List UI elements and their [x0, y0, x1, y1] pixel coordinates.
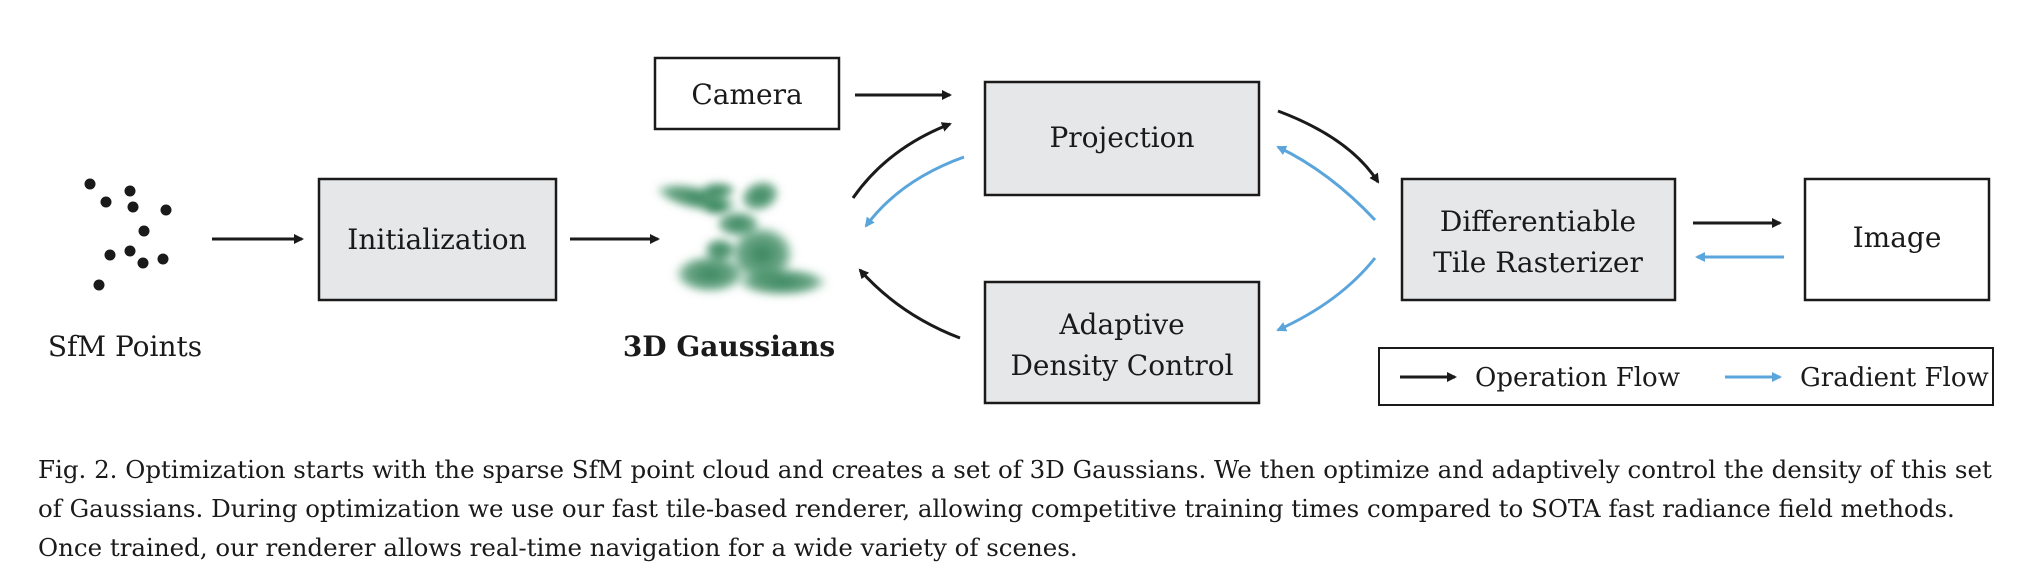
initialization-box: Initialization [317, 177, 558, 302]
gaussian-ellipse [730, 226, 794, 282]
sfm-point [160, 204, 172, 216]
sfm-point [138, 225, 150, 237]
gaussian-ellipse [740, 180, 780, 212]
legend-gradient-label: Gradient Flow [1800, 363, 1989, 393]
gaussians-label: 3D Gaussians [623, 330, 835, 363]
sfm-point [137, 257, 149, 269]
gaussian-ellipse [700, 182, 736, 198]
rasterizer-label-line1: Differentiable [1440, 205, 1636, 238]
sfm-point [104, 249, 116, 261]
image-box: Image [1803, 177, 1991, 302]
legend-operation-label: Operation Flow [1475, 363, 1680, 393]
gaussians-illustration [655, 180, 827, 296]
sfm-point [84, 178, 96, 190]
arrow-adaptive-to-gaussians [858, 268, 961, 340]
rasterizer-label-line2: Tile Rasterizer [1433, 246, 1643, 279]
adaptive-label-line1: Adaptive [1058, 308, 1184, 341]
projection-label: Projection [1049, 121, 1194, 154]
adaptive-label-line2: Density Control [1010, 349, 1233, 382]
sfm-point-cloud [84, 178, 172, 291]
initialization-label: Initialization [347, 223, 526, 256]
rasterizer-box: Differentiable Tile Rasterizer [1400, 177, 1677, 302]
camera-box: Camera [653, 56, 841, 131]
camera-label: Camera [691, 78, 802, 111]
sfm-point [127, 201, 139, 213]
legend: Operation Flow Gradient Flow [1378, 347, 1994, 406]
arrow-gaussians-to-projection [851, 122, 952, 199]
gaussian-ellipse [675, 255, 745, 293]
sfm-point [124, 185, 136, 197]
arrow-projection-to-rasterizer [1277, 109, 1380, 184]
sfm-points-label: SfM Points [48, 330, 202, 363]
sfm-point [124, 245, 136, 257]
gaussian-ellipse [704, 238, 736, 262]
adaptive-density-control-box: Adaptive Density Control [983, 280, 1261, 405]
pipeline-diagram: SfM Points Initialization 3D Gaussians C… [48, 56, 1994, 406]
gradient-projection-to-gaussians [864, 155, 965, 228]
gaussian-ellipse [737, 268, 827, 296]
projection-box: Projection [983, 80, 1261, 197]
gaussian-ellipse [702, 201, 730, 215]
gradient-rasterizer-to-adaptive [1276, 257, 1377, 332]
gradient-rasterizer-to-projection [1276, 145, 1377, 222]
figure-caption: Fig. 2. Optimization starts with the spa… [38, 455, 1992, 562]
sfm-point [100, 196, 112, 208]
sfm-point [157, 253, 169, 265]
image-label: Image [1853, 221, 1942, 254]
sfm-point [93, 279, 105, 291]
